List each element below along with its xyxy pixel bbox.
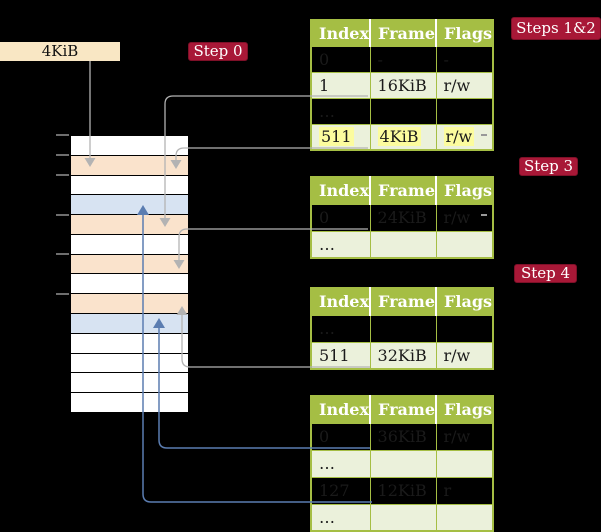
memory-frame-row-8-white — [71, 273, 188, 294]
table-row: … — [310, 314, 494, 343]
table-row: … — [310, 230, 494, 259]
physical-memory-column — [70, 135, 189, 413]
column-header-index: Index — [311, 20, 372, 46]
column-header-flags: Flags — [436, 288, 495, 315]
table-cell: r — [435, 476, 494, 505]
table-cell: 1 — [310, 71, 371, 99]
table-cell: r/w — [435, 422, 494, 451]
memory-frame-row-4-blue — [71, 194, 188, 215]
table-cell: - — [369, 45, 437, 73]
table-row: 0-- — [310, 45, 494, 73]
memory-frame-row-1-white — [71, 136, 188, 155]
column-header-index: Index — [311, 177, 372, 204]
highlighted-value: 511 — [319, 127, 354, 147]
memory-frame-row-13-white — [71, 372, 188, 393]
column-header-frame: Frame — [370, 20, 438, 46]
memory-frame-row-11-white — [71, 332, 188, 353]
table-row: … — [310, 503, 494, 532]
step-3-label: Step 3 — [519, 157, 578, 176]
column-header-flags: Flags — [436, 20, 495, 46]
table-row: … — [310, 97, 494, 125]
column-header-index: Index — [311, 396, 372, 423]
table-cell — [369, 97, 437, 125]
table-cell: 0 — [310, 203, 371, 232]
root-pointer-box: 4KiB — [0, 42, 120, 61]
table-cell — [435, 230, 494, 259]
memory-frame-row-10-blue — [71, 313, 188, 333]
table-cell: … — [310, 230, 371, 259]
table-cell: 36KiB — [369, 422, 437, 451]
table-cell: … — [310, 503, 371, 532]
column-header-flags: Flags — [436, 396, 495, 423]
table-cell: 511 — [310, 123, 371, 151]
memory-frame-row-7-peach — [71, 253, 188, 274]
table-cell: - — [435, 45, 494, 73]
table-cell — [435, 503, 494, 532]
table-cell: 511 — [310, 341, 371, 370]
table-row: 511 4KiB r/w — [310, 123, 494, 151]
memory-frame-row-2-peach — [71, 154, 188, 175]
memory-frame-row-9-peach — [71, 293, 188, 314]
table-cell: … — [310, 449, 371, 478]
table-cell — [435, 449, 494, 478]
highlighted-value: 4KiB — [377, 127, 421, 147]
table-cell: 32KiB — [369, 341, 437, 370]
steps-1-2-label: Steps 1&2 — [511, 17, 601, 40]
table-cell: r/w — [435, 203, 494, 232]
table-cell: r/w — [435, 71, 494, 99]
column-header-flags: Flags — [436, 177, 495, 204]
table-cell — [369, 449, 437, 478]
table-cell: 16KiB — [369, 71, 437, 99]
column-header-frame: Frame — [370, 177, 438, 204]
memory-frame-row-14-white — [71, 392, 188, 412]
highlighted-value: r/w — [443, 127, 475, 147]
table-cell: … — [310, 314, 371, 343]
table-cell: r/w — [435, 341, 494, 370]
step-4-label: Step 4 — [514, 264, 577, 283]
step-0-label: Step 0 — [188, 42, 248, 61]
table-cell: 0 — [310, 45, 371, 73]
table-cell — [435, 314, 494, 343]
memory-frame-row-12-white — [71, 352, 188, 373]
memory-frame-row-3-white — [71, 174, 188, 195]
table-cell — [435, 97, 494, 125]
table-cell — [369, 503, 437, 532]
table-row: … — [310, 449, 494, 478]
table-cell: 24KiB — [369, 203, 437, 232]
table-cell: 4KiB — [369, 123, 437, 151]
table-cell — [369, 314, 437, 343]
column-header-index: Index — [311, 288, 372, 315]
memory-frame-row-5-peach — [71, 214, 188, 234]
memory-frame-row-6-white — [71, 233, 188, 254]
column-header-frame: Frame — [370, 288, 438, 315]
table-cell: … — [310, 97, 371, 125]
table-cell: 12KiB — [369, 476, 437, 505]
table-cell: 0 — [310, 422, 371, 451]
table-cell: r/w — [435, 123, 494, 151]
table-cell — [369, 230, 437, 259]
table-cell: 127 — [310, 476, 371, 505]
column-header-frame: Frame — [370, 396, 438, 423]
